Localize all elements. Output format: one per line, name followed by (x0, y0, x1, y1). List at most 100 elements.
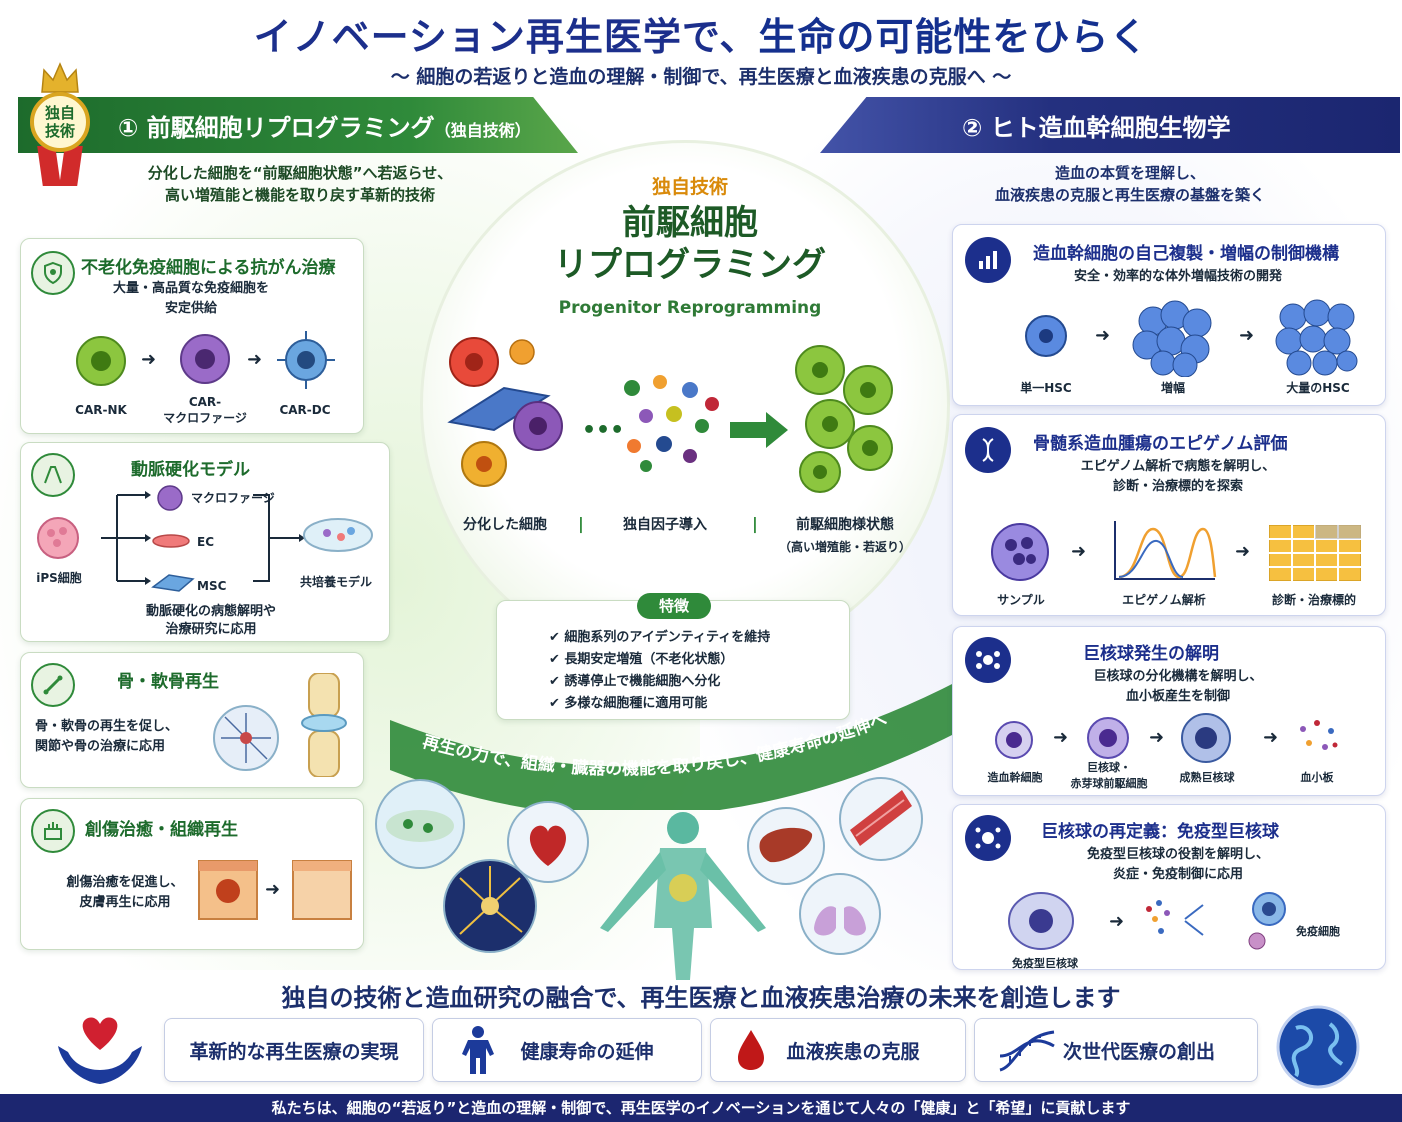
heatmap-table-icon (1269, 525, 1361, 581)
knee-joint-icon (301, 673, 347, 777)
card-bone-desc: 骨・軟骨の再生を促し、 関節や骨の治療に応用 (35, 717, 225, 757)
card-bone-regeneration: 骨・軟骨再生 骨・軟骨の再生を促し、 関節や骨の治療に応用 (20, 652, 364, 788)
proprietary-badge: 独自 技術 (28, 62, 92, 186)
dna-icon (965, 427, 1011, 473)
card-immune-desc-line1: 大量・高品質な免疫細胞を (112, 281, 269, 296)
card-bone-desc-line1: 骨・軟骨の再生を促し、 (35, 719, 179, 734)
card-hsc-title: 造血幹細胞の自己複製・増幅の制御機構 (1033, 244, 1339, 264)
center-title-line2: リプログラミング (554, 245, 826, 285)
step-label-progenitor: 前駆細胞様状態 (796, 517, 894, 533)
pill-regenerative-medicine: 革新的な再生医療の実現 (164, 1018, 424, 1082)
arrow-icon: ➜ (1239, 325, 1255, 346)
center-tag: 独自技術 (651, 176, 728, 198)
label-targets: 診断・治療標的 (1271, 593, 1356, 607)
center-title-en: Progenitor Reprogramming (558, 298, 822, 318)
card-imk-desc-line1: 免疫型巨核球の役割を解明し、 (1086, 847, 1269, 862)
shield-icon (31, 251, 75, 295)
factor-particles-icon (624, 375, 719, 472)
bone-icon (31, 663, 75, 707)
card-athero-desc-line2: 治療研究に応用 (165, 622, 257, 637)
vessel-icon (31, 453, 75, 497)
left-banner-title: ① 前駆細胞リプログラミング（独自技術） (118, 108, 531, 143)
card-immune-desc-line2: 安定供給 (164, 301, 217, 316)
step-divider: | (752, 514, 758, 533)
expanding-hsc-icon (1132, 300, 1212, 377)
neuron-icon (443, 859, 537, 953)
label-hsc: 造血幹細胞 (987, 771, 1043, 784)
feature-item-text: 多様な細胞種に適用可能 (564, 696, 708, 711)
step-divider: | (578, 514, 584, 533)
epigenome-plot-icon (1114, 521, 1217, 580)
ribbon-left (37, 146, 61, 186)
branch-arrows-icon (101, 491, 151, 585)
right-banner-title: ② ヒト造血幹細胞生物学 (962, 114, 1231, 142)
card-athero-desc: 動脈硬化の病態解明や 治療研究に応用 (101, 603, 321, 639)
bone-tissue-icon (213, 705, 279, 771)
step-label-progenitor-note: （高い増殖能・若返り） (778, 540, 911, 554)
feature-item-text: 細胞系列のアイデンティティを維持 (564, 630, 771, 645)
card-mk-title: 巨核球発生の解明 (1083, 644, 1219, 664)
features-box: 特徴 ✔ 細胞系列のアイデンティティを維持 ✔ 長期安定増殖（不老化状態） ✔ … (496, 593, 850, 720)
wound-skin-icon (198, 860, 258, 920)
label-car-macrophage: CAR- マクロファージ (163, 395, 247, 425)
cell-cluster-icon (965, 637, 1011, 683)
left-intro-line2: 高い増殖能と機能を取り戻す革新的技術 (164, 186, 435, 204)
hsc-cell-icon (995, 721, 1033, 759)
card-mk-desc-line1: 巨核球の分化機構を解明し、 (1093, 669, 1263, 684)
label-mep: 巨核球・ 赤芽球前駆細胞 (1070, 761, 1148, 790)
label-msc: MSC (197, 579, 227, 593)
check-icon: ✔ (549, 696, 565, 711)
check-icon: ✔ (549, 674, 565, 689)
card-imk-title: 巨核球の再定義：免疫型巨核球 (1041, 822, 1279, 842)
badge-line2: 技術 (44, 122, 75, 140)
feature-item-text: 長期安定増殖（不老化状態） (564, 652, 734, 667)
lung-organ-icon (799, 873, 881, 955)
step-label-factor: 独自因子導入 (623, 517, 707, 533)
card-immune-megakaryocyte: 巨核球の再定義：免疫型巨核球 免疫型巨核球の役割を解明し、 炎症・免疫制御に応用… (952, 804, 1386, 970)
left-banner-label: ① 前駆細胞リプログラミング (118, 114, 435, 142)
page-subtitle: 〜 細胞の若返りと造血の理解・制御で、再生医療と血液疾患の克服へ 〜 (390, 66, 1012, 88)
car-dc-cell-icon (277, 331, 335, 389)
muscle-tissue-icon (839, 777, 923, 861)
cytokine-signals-icon (1146, 900, 1204, 936)
petri-dish-icon (303, 518, 373, 552)
badge-line1: 独自 (44, 104, 75, 122)
arc-banner: 再生の力で、組織・臓器の機能を取り戻し、健康寿命の延伸へ (390, 680, 962, 810)
arrow-icon: ➜ (1071, 541, 1087, 562)
card-wound-healing: 創傷治癒・組織再生 創傷治癒を促進し、 皮膚再生に応用 ➜ (20, 798, 364, 950)
globe-icon (1276, 1005, 1360, 1089)
card-wound-desc-line2: 皮膚再生に応用 (79, 895, 171, 910)
merge-arrows-icon (253, 494, 305, 582)
label-immune-cells: 免疫細胞 (1296, 925, 1340, 938)
label-ips: iPS細胞 (36, 571, 82, 585)
car-nk-cell-icon (76, 336, 126, 386)
single-hsc-icon (1025, 315, 1067, 357)
msc-icon (151, 574, 195, 592)
right-section-banner (820, 97, 1400, 153)
feature-item: ✔ 長期安定増殖（不老化状態） (549, 649, 770, 671)
arrow-icon: ➜ (1149, 727, 1165, 748)
right-intro: 造血の本質を理解し、 血液疾患の克服と再生医療の基盤を築く (930, 162, 1330, 206)
human-body-icon (600, 812, 766, 980)
immune-cells-icon (1248, 892, 1286, 950)
bar-chart-icon (965, 237, 1011, 283)
badge-seal: 独自 技術 (30, 92, 90, 152)
right-intro-line2: 血液疾患の克服と再生医療の基盤を築く (994, 186, 1265, 204)
bottom-headline: 独自の技術と造血研究の融合で、再生医療と血液疾患治療の未来を創造します (281, 984, 1121, 1012)
card-immune-therapy: 不老化免疫細胞による抗がん治療 大量・高品質な免疫細胞を 安定供給 ➜ ➜ CA… (20, 238, 364, 434)
label-ec: EC (197, 535, 215, 549)
label-many-hsc: 大量のHSC (1286, 381, 1350, 395)
label-car-nk: CAR-NK (75, 403, 127, 417)
culture-dish-icon (375, 779, 465, 869)
card-immune-desc: 大量・高品質な免疫細胞を 安定供給 (81, 279, 301, 319)
green-arrow-icon (730, 412, 788, 448)
mep-cell-icon (1087, 717, 1129, 759)
arrow-icon: ➜ (1095, 325, 1111, 346)
arrow-icon: ➜ (1053, 727, 1069, 748)
center-title-line1: 前駆細胞 (622, 203, 758, 243)
arrow-icon: ➜ (265, 879, 281, 900)
differentiated-cells-icon (447, 337, 563, 487)
title-part1: イノベーション再生医学で、 (253, 15, 759, 59)
card-hsc-desc: 安全・効率的な体外増幅技術の開発 (1073, 269, 1282, 284)
card-imk-desc: 免疫型巨核球の役割を解明し、 炎症・免疫制御に応用 (1033, 845, 1323, 885)
